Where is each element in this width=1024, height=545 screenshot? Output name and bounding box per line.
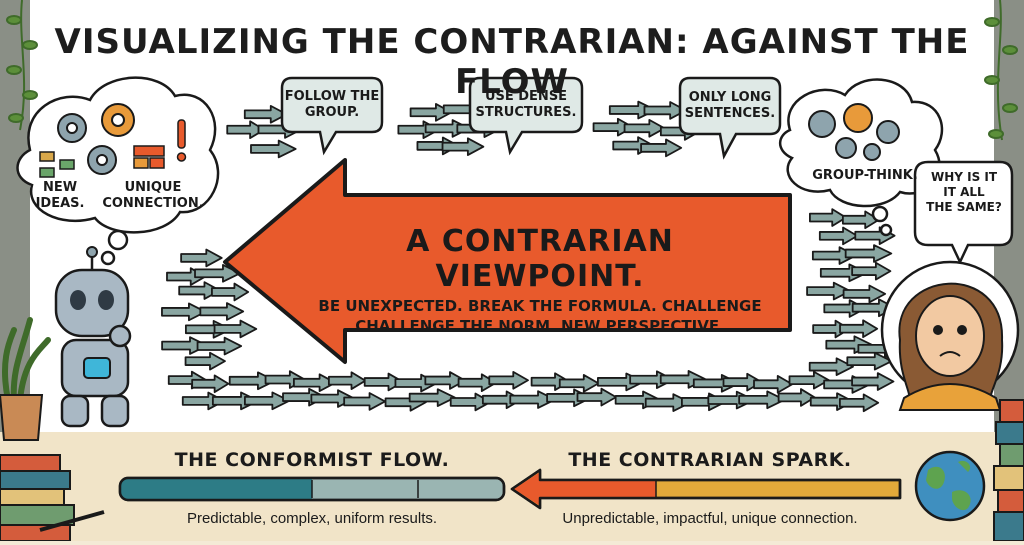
page-title: VISUALIZING THE CONTRARIAN: AGAINST THE … bbox=[54, 22, 970, 102]
bubble-line: CONNECTION. bbox=[102, 196, 204, 211]
flow-arrow bbox=[211, 282, 250, 302]
flow-arrow bbox=[809, 208, 847, 227]
flow-arrow bbox=[194, 264, 241, 283]
speech-bubble-follow bbox=[280, 76, 384, 156]
flow-arrow bbox=[818, 226, 859, 246]
flow-arrow bbox=[488, 370, 529, 390]
exclamation-icon bbox=[176, 119, 187, 162]
flow-arrow bbox=[738, 390, 786, 410]
contrarian-title: A CONTRARIAN VIEWPOINT. bbox=[406, 224, 674, 294]
plant-icon bbox=[0, 317, 51, 441]
flow-arrow bbox=[576, 387, 617, 407]
flow-arrow bbox=[777, 388, 816, 407]
flow-arrow bbox=[449, 392, 492, 412]
speech-bubble-same bbox=[913, 160, 1014, 265]
flow-arrow bbox=[243, 391, 291, 411]
contrarian-heading: THE CONTRARIAN SPARK. bbox=[568, 449, 852, 471]
group-think-label: GROUP-THINK. bbox=[812, 168, 918, 183]
flowchart-icon bbox=[39, 145, 165, 178]
flow-arrow bbox=[623, 118, 666, 138]
flow-arrow bbox=[640, 138, 683, 158]
flow-arrow bbox=[191, 374, 230, 394]
unique-connection-label: UNIQUE CONNECTION. bbox=[98, 180, 208, 212]
contrarian-line-2: CHALLENGE THE NORM. NEW PERSPECTIVE. bbox=[355, 317, 725, 335]
flow-arrow bbox=[851, 372, 895, 391]
bubble-line: FOLLOW THE bbox=[284, 89, 380, 104]
bubble-line: IDEAS. bbox=[35, 196, 85, 211]
flow-arrow bbox=[213, 319, 258, 339]
bubble-line: USE DENSE bbox=[484, 89, 568, 104]
gear-icon bbox=[808, 103, 900, 161]
bubble-dense-text: USE DENSE STRUCTURES. bbox=[470, 89, 582, 121]
flow-arrow bbox=[838, 393, 880, 413]
flow-arrow bbox=[509, 390, 556, 409]
bubble-line: GROUP. bbox=[304, 105, 360, 120]
flow-arrow bbox=[228, 371, 277, 391]
flow-arrow bbox=[408, 388, 456, 407]
robot-icon bbox=[54, 246, 132, 428]
flow-arrow bbox=[851, 261, 892, 281]
flow-arrow bbox=[839, 319, 879, 339]
flow-arrow bbox=[844, 244, 893, 263]
flow-arrow bbox=[161, 302, 207, 322]
flow-arrow bbox=[327, 371, 367, 390]
bubble-long-text: ONLY LONG SENTENCES. bbox=[680, 90, 780, 122]
bubble-same-text: WHY IS IT IT ALL THE SAME? bbox=[916, 170, 1012, 215]
flow-arrow bbox=[180, 248, 223, 268]
flow-arrow bbox=[292, 373, 337, 393]
conformist-caption: Predictable, complex, uniform results. bbox=[186, 510, 438, 527]
flow-arrow bbox=[457, 373, 497, 393]
bubble-line: NEW bbox=[42, 180, 78, 195]
books-icon bbox=[0, 454, 105, 542]
flow-arrow bbox=[243, 104, 288, 124]
flow-arrow bbox=[196, 336, 243, 356]
flow-arrow bbox=[753, 374, 794, 394]
bubble-line: UNIQUE bbox=[124, 180, 182, 195]
contrarian-arrow-shape bbox=[223, 158, 792, 364]
bubble-line: ONLY LONG bbox=[688, 90, 772, 105]
books-icon bbox=[993, 399, 1024, 542]
bubble-line: WHY IS IT bbox=[930, 170, 998, 184]
flow-arrow bbox=[846, 351, 893, 371]
vine-right-icon bbox=[984, 0, 1018, 141]
flow-arrow bbox=[424, 371, 466, 390]
flow-arrow bbox=[644, 393, 692, 412]
flow-arrow bbox=[808, 357, 854, 376]
flow-arrow bbox=[643, 101, 687, 120]
flow-arrow bbox=[441, 137, 485, 156]
bubble-follow-text: FOLLOW THE GROUP. bbox=[282, 89, 382, 121]
conformist-arrows bbox=[161, 100, 903, 413]
bubble-line: THE SAME? bbox=[926, 200, 1002, 214]
flow-arrow bbox=[409, 103, 453, 122]
flow-arrow bbox=[806, 281, 852, 301]
contrarian-arrow-text: A CONTRARIAN VIEWPOINT. BE UNEXPECTED. B… bbox=[300, 224, 780, 336]
flow-arrow bbox=[343, 392, 386, 411]
gear-icon bbox=[57, 103, 135, 175]
flow-arrow bbox=[788, 370, 830, 390]
speech-bubble-dense bbox=[468, 76, 584, 156]
speech-bubble-long bbox=[678, 76, 782, 160]
conformist-bar bbox=[118, 476, 506, 502]
worried-person-icon bbox=[880, 260, 1020, 411]
contrarian-bar bbox=[510, 468, 902, 510]
bubble-line: IT ALL bbox=[943, 185, 985, 199]
flow-arrow bbox=[842, 284, 887, 304]
flow-arrow bbox=[184, 351, 226, 371]
flow-arrow bbox=[558, 374, 600, 393]
vine-left-icon bbox=[6, 0, 38, 131]
flow-arrow bbox=[250, 139, 297, 159]
flow-arrow bbox=[226, 120, 266, 140]
contrarian-caption: Unpredictable, impactful, unique connect… bbox=[562, 510, 858, 527]
bubble-line: STRUCTURES. bbox=[475, 105, 577, 120]
new-ideas-label: NEW IDEAS. bbox=[30, 180, 90, 212]
flow-arrow bbox=[199, 302, 245, 321]
contrarian-line-1: BE UNEXPECTED. BREAK THE FORMULA. CHALLE… bbox=[318, 297, 762, 315]
bubble-line: SENTENCES. bbox=[684, 106, 776, 121]
conformist-heading: THE CONFORMIST FLOW. bbox=[174, 449, 450, 471]
flow-arrow bbox=[841, 210, 880, 230]
globe-icon bbox=[914, 450, 986, 522]
